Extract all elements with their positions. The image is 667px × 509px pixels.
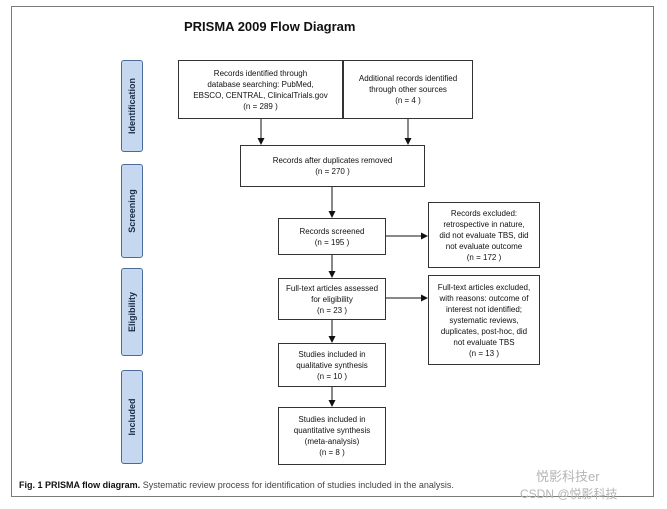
box-records-excluded: Records excluded: retrospective in natur… — [428, 202, 540, 268]
box-fulltext-assessed: Full-text articles assessed for eligibil… — [278, 278, 386, 320]
box-line: Records identified through — [213, 68, 308, 78]
box-fulltext-excluded: Full-text articles excluded, with reason… — [428, 275, 540, 365]
box-line: Records after duplicates removed — [272, 156, 393, 165]
box-line: (meta-analysis) — [304, 437, 360, 446]
box-line: Additional records identified — [358, 74, 458, 83]
box-line: (n = 13 ) — [468, 348, 499, 358]
box-line: not evaluate outcome — [445, 241, 523, 251]
stage-included: Included — [121, 370, 143, 464]
box-line: Records excluded: — [450, 208, 518, 218]
box-qualitative-synthesis: Studies included in qualitative synthesi… — [278, 343, 386, 387]
box-after-duplicates: Records after duplicates removed (n = 27… — [240, 145, 425, 187]
box-quantitative-synthesis: Studies included in quantitative synthes… — [278, 407, 386, 465]
diagram-frame — [11, 6, 654, 497]
box-line: duplicates, post-hoc, did — [440, 326, 528, 336]
box-line: (n = 10 ) — [316, 371, 347, 381]
diagram-title: PRISMA 2009 Flow Diagram — [184, 19, 356, 34]
box-database-search: Records identified through database sear… — [178, 60, 343, 119]
box-line: with reasons: outcome of — [439, 293, 529, 303]
box-line: not evaluate TBS — [453, 337, 515, 347]
box-line: (n = 195 ) — [314, 237, 350, 247]
box-line: (n = 8 ) — [319, 448, 345, 457]
box-line: EBSCO, CENTRAL, ClinicalTrials.gov — [193, 90, 328, 100]
box-line: (n = 289 ) — [243, 101, 278, 111]
box-line: for eligibility — [311, 294, 353, 304]
watermark-csdn: CSDN @悦影科技 — [520, 487, 618, 501]
box-line: (n = 270 ) — [315, 167, 350, 176]
box-line: through other sources — [369, 85, 447, 94]
stage-identification: Identification — [121, 60, 143, 152]
box-line: database searching: PubMed, — [207, 79, 314, 89]
box-other-sources: Additional records identified through ot… — [343, 60, 473, 119]
box-line: Full-text articles assessed — [285, 283, 379, 293]
box-line: qualitative synthesis — [296, 360, 368, 370]
watermark-brand: 悦影科技er — [536, 469, 600, 484]
box-line: quantitative synthesis — [293, 426, 371, 435]
box-line: (n = 172 ) — [466, 252, 502, 262]
box-line: Records screened — [299, 226, 365, 236]
box-line: (n = 4 ) — [395, 96, 421, 105]
stage-screening: Screening — [121, 164, 143, 258]
box-line: Full-text articles excluded, — [437, 282, 531, 292]
caption-text: Systematic review process for identifica… — [140, 480, 454, 490]
box-line: interest not identified; — [445, 304, 523, 314]
stage-eligibility: Eligibility — [121, 268, 143, 356]
box-line: Studies included in — [298, 415, 366, 424]
box-line: systematic reviews, — [449, 315, 519, 325]
box-line: retrospective in nature, — [443, 219, 525, 229]
box-line: did not evaluate TBS, did — [439, 230, 529, 240]
box-line: Studies included in — [298, 349, 366, 359]
box-line: (n = 23 ) — [316, 305, 347, 315]
box-records-screened: Records screened (n = 195 ) — [278, 218, 386, 255]
figure-caption: Fig. 1 PRISMA flow diagram. Systematic r… — [19, 480, 454, 490]
caption-label: Fig. 1 PRISMA flow diagram. — [19, 480, 141, 490]
